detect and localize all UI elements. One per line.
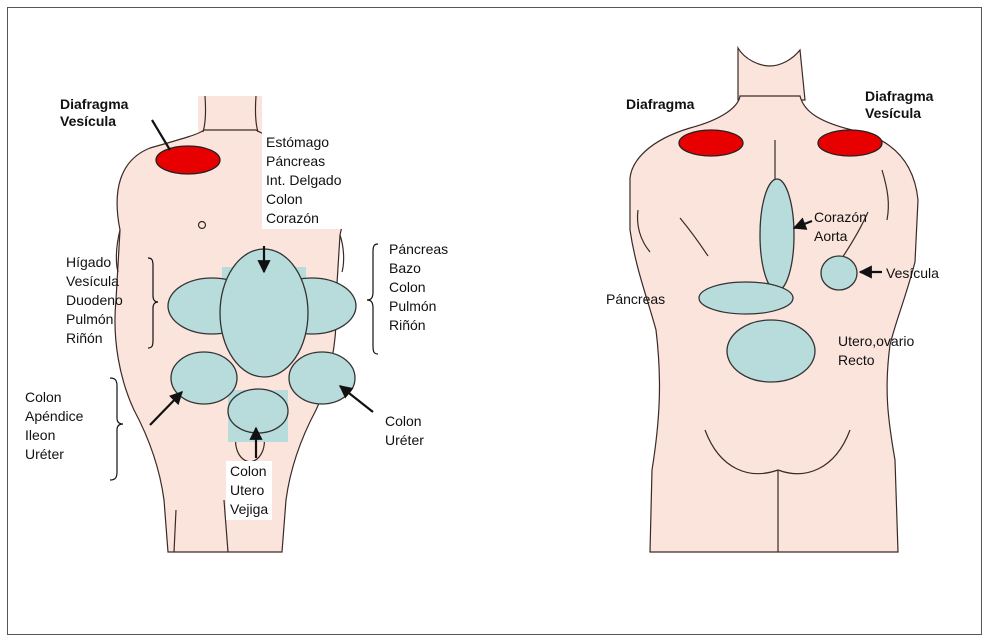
- back-left-diaphragm-pain-spot: [679, 130, 743, 156]
- sacral-region: [727, 320, 815, 382]
- back-label-spine: Corazón Aorta: [814, 208, 867, 246]
- front-label-hypogastric: Colon Utero Vejiga: [226, 461, 272, 520]
- front-label-left-iliac: Colon Uréter: [385, 412, 424, 450]
- arrow-left-iliac: [340, 386, 373, 412]
- left-iliac-region: [289, 352, 355, 404]
- back-label-diaphragm-left: Diafragma: [626, 96, 694, 113]
- spine-region: [760, 179, 794, 291]
- back-label-right-side: Vesícula: [886, 264, 939, 283]
- lumbar-region: [699, 282, 793, 314]
- hypogastric-region: [228, 389, 288, 433]
- back-right-diaphragm-pain-spot: [818, 130, 882, 156]
- front-label-right-hypochondrium: Hígado Vesícula Duodeno Pulmón Riñón: [66, 253, 123, 348]
- back-label-lumbar: Páncreas: [606, 290, 665, 309]
- right-side-region: [821, 256, 857, 290]
- front-label-epigastric: Estómago Páncreas Int. Delgado Colon Cor…: [262, 132, 346, 229]
- front-diaphragm-pain-spot: [156, 146, 220, 174]
- back-label-diaphragm-right: Diafragma Vesícula: [865, 88, 933, 122]
- right-iliac-region: [171, 352, 237, 404]
- front-label-left-hypochondrium: Páncreas Bazo Colon Pulmón Riñón: [389, 240, 448, 335]
- front-label-right-iliac: Colon Apéndice Ileon Uréter: [25, 388, 83, 464]
- front-label-diaphragm: Diafragma Vesícula: [60, 96, 128, 130]
- back-label-sacral: Utero,ovario Recto: [838, 332, 914, 370]
